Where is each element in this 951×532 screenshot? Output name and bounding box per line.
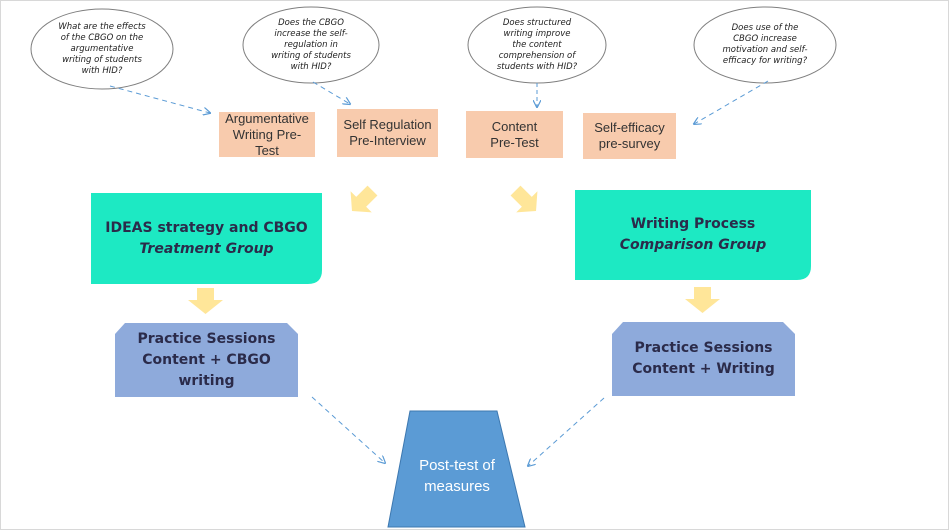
posttest-line: Post-test of (419, 457, 495, 474)
comparison-group-box: Writing Process Comparison Group (575, 190, 811, 280)
question-4-line: CBGO increase (733, 34, 797, 44)
posttest-lines: Post-test of measures (419, 455, 495, 497)
question-text-4: Does use of the CBGO increase motivation… (702, 16, 828, 74)
practice-right-lines: Practice Sessions Content + Writing (632, 338, 775, 380)
question-2-lines: Does the CBGO increase the self- regulat… (271, 18, 351, 73)
question-text-3: Does structured writing improve the cont… (474, 12, 600, 78)
posttest-line: measures (424, 478, 490, 495)
question-text-1: What are the effects of the CBGO on the … (40, 14, 164, 84)
question-2-line: increase the self- (274, 28, 348, 39)
question-2-line: writing of students (271, 50, 351, 61)
question-bubble-2 (242, 6, 380, 84)
question-4-line: Does use of the (731, 23, 799, 33)
dashed-arrow-q2 (312, 81, 350, 104)
question-2-line: Does the CBGO (278, 17, 344, 28)
pretest-argumentative: Argumentative Writing Pre-Test (219, 110, 315, 158)
block-arrow-down-left (350, 185, 378, 213)
question-2-line: with HID? (290, 61, 332, 72)
question-4-line: motivation and self- (722, 45, 808, 55)
practice-left-lines: Practice Sessions Content + CBGO writing (137, 329, 275, 392)
pretest-argumentative-label: Argumentative Writing Pre-Test (225, 110, 309, 158)
block-arrow-down-right (510, 185, 538, 213)
block-arrow-down-comparison (685, 287, 720, 313)
question-1-lines: What are the effects of the CBGO on the … (58, 22, 145, 77)
dashed-arrow-q4 (694, 80, 769, 124)
pretest-self-regulation: Self Regulation Pre-Interview (337, 109, 438, 157)
treatment-box-shape (91, 193, 322, 284)
pretest-self-regulation-label: Self Regulation Pre-Interview (343, 117, 432, 148)
treatment-title: IDEAS strategy and CBGO (105, 219, 308, 236)
dashed-arrow-q1 (109, 85, 210, 113)
pretest-content-label: Content Pre-Test (490, 118, 539, 150)
treatment-group-box: IDEAS strategy and CBGO Treatment Group (91, 193, 322, 284)
question-4-line: efficacy for writing? (722, 56, 808, 66)
question-1-line: writing of students (62, 54, 142, 65)
practice-sessions-left: Practice Sessions Content + CBGO writing (115, 323, 298, 397)
practice-left-line: Content + CBGO (142, 351, 271, 368)
practice-right-line: Practice Sessions (634, 340, 773, 356)
practice-shape-right (612, 322, 795, 396)
question-1-line: argumentative (70, 43, 134, 54)
question-3-line: writing improve (503, 28, 571, 39)
question-text-2: Does the CBGO increase the self- regulat… (249, 12, 373, 78)
posttest-box: Post-test of measures (392, 440, 522, 512)
question-4-lines: Does use of the CBGO increase motivation… (722, 23, 807, 67)
question-3-line: the content (512, 39, 562, 50)
question-3-lines: Does structured writing improve the cont… (497, 18, 577, 73)
practice-left-line: writing (178, 372, 235, 389)
comparison-box-shape (575, 190, 811, 280)
practice-sessions-right: Practice Sessions Content + Writing (612, 322, 795, 396)
question-3-line: Does structured (502, 17, 572, 28)
question-1-line: with HID? (81, 65, 123, 76)
comparison-subtitle: Comparison Group (619, 237, 767, 253)
question-1-line: of the CBGO on the (60, 32, 144, 43)
block-arrow-down-treatment (188, 288, 223, 314)
question-1-line: What are the effects (58, 21, 146, 32)
posttest-shape (387, 410, 526, 528)
comparison-title: Writing Process (630, 216, 756, 232)
question-bubble-1 (30, 8, 174, 90)
pretest-content: Content Pre-Test (466, 111, 563, 158)
practice-shape-left (115, 323, 298, 397)
dashed-arrow-practice-left (311, 396, 385, 463)
practice-left-line: Practice Sessions (137, 330, 276, 347)
question-2-line: regulation in (284, 39, 338, 50)
question-3-line: comprehension of (498, 50, 576, 61)
pretest-self-efficacy-label: Self-efficacy pre-survey (594, 120, 665, 151)
practice-right-line: Content + Writing (632, 361, 775, 377)
dashed-arrow-practice-right (528, 397, 605, 466)
question-3-line: students with HID? (496, 61, 578, 72)
pretest-self-efficacy: Self-efficacy pre-survey (583, 113, 676, 159)
treatment-subtitle: Treatment Group (139, 240, 274, 257)
